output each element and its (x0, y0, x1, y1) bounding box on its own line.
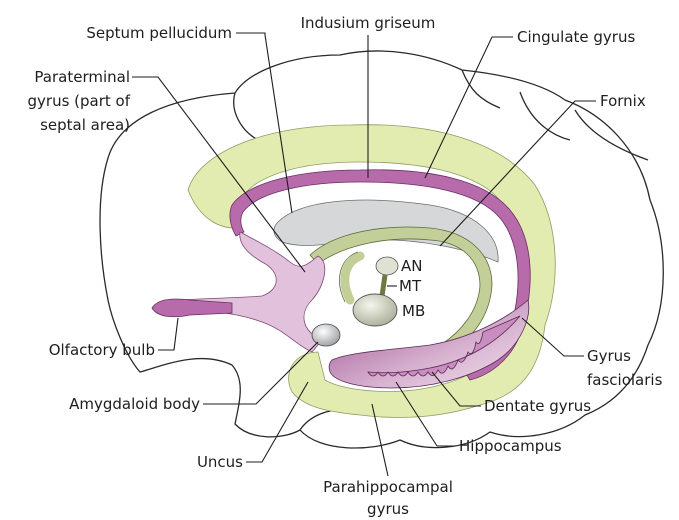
label-mt: MT (399, 277, 422, 295)
label-parahippocampal-line2: gyrus (367, 500, 409, 518)
label-uncus: Uncus (197, 453, 243, 471)
mammillary-body (353, 294, 397, 326)
label-olfactory-bulb: Olfactory bulb (49, 341, 155, 359)
label-fornix: Fornix (600, 92, 646, 110)
sulcus-line (234, 93, 258, 140)
sulcus-line (575, 110, 648, 160)
anterior-nucleus (376, 257, 398, 275)
amygdaloid-body (312, 324, 340, 346)
label-parahippocampal-line1: Parahippocampal (323, 478, 453, 496)
label-gyrus-fasciolaris-line2: fasciolaris (587, 371, 663, 389)
septal-area (180, 232, 325, 352)
label-dentate-gyrus: Dentate gyrus (484, 397, 591, 415)
brain-outline (100, 51, 663, 448)
leader-olfactory-bulb (158, 318, 178, 350)
label-indusium-griseum: Indusium griseum (301, 14, 436, 32)
label-amygdaloid-body: Amygdaloid body (69, 395, 200, 413)
mammillothalamic-tract (382, 275, 385, 296)
label-cingulate-gyrus: Cingulate gyrus (517, 28, 635, 46)
label-mb: MB (402, 302, 425, 320)
label-septum-pellucidum: Septum pellucidum (86, 24, 232, 42)
label-an: AN (401, 257, 422, 275)
label-paraterminal-line3: septal area) (40, 116, 130, 134)
fornix-column (345, 256, 360, 300)
label-paraterminal-line2: gyrus (part of (28, 92, 131, 110)
label-paraterminal-line1: Paraterminal (34, 68, 130, 86)
label-gyrus-fasciolaris-line1: Gyrus (587, 347, 631, 365)
label-hippocampus: Hippocampus (459, 437, 562, 455)
